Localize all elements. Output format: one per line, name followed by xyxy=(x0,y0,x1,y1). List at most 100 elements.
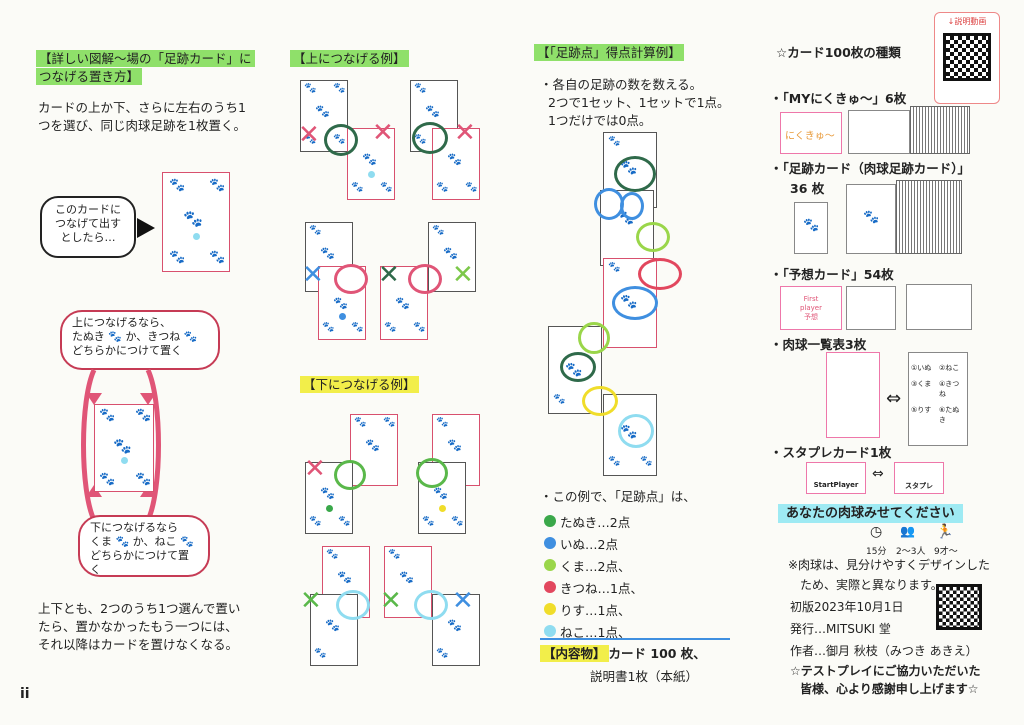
thanks-1: ☆テストプレイにご協力いただいた xyxy=(790,664,981,678)
paw-icon: 🐾 xyxy=(433,486,448,500)
paw-icon: 🐾 xyxy=(314,648,327,659)
paw-icon: 🐾 xyxy=(447,152,462,166)
running-icon: 🏃 xyxy=(936,524,954,540)
highlight-ring xyxy=(324,124,358,156)
staple-card: スタプレ xyxy=(894,462,944,494)
color-dot xyxy=(368,171,375,178)
paw-icon: 🐾 xyxy=(451,516,464,527)
color-dot xyxy=(544,537,556,549)
banner: あなたの肉球みせてください xyxy=(778,502,963,523)
col1-outro-1: 上下とも、2つのうち1つ選んで置い xyxy=(38,601,241,616)
top-bubble-line-3: どちらかにつけて置く xyxy=(72,344,182,357)
start-player-card: StartPlayer xyxy=(806,462,866,494)
qr-code-icon[interactable] xyxy=(943,33,991,81)
highlight-ring xyxy=(336,590,370,620)
example-card: 🐾 🐾 🐾 xyxy=(432,128,480,200)
color-dot xyxy=(439,505,446,512)
predict-card-thumb xyxy=(906,284,972,330)
paw-icon: 🐾 xyxy=(465,182,478,193)
color-dot xyxy=(121,457,128,464)
my-card-thumb: にくきゅ～ xyxy=(780,112,842,154)
score-row-inu: いぬ…2点 xyxy=(544,532,643,554)
predict-card-thumb xyxy=(846,286,896,330)
note-2: ため、実際と異なります。 xyxy=(800,578,943,592)
card-stack xyxy=(910,106,970,154)
highlight-ring xyxy=(334,460,366,490)
card-types-heading: ☆カード100枚の種類 xyxy=(776,45,901,60)
legend-neko: ②ねこ xyxy=(939,364,960,372)
paw-icon: 🐾 xyxy=(333,296,348,310)
paw-icon: 🐾 xyxy=(99,472,116,487)
game-info: ◷ 👥 🏃 15分 2～3人 9才～ xyxy=(864,524,964,557)
legend-kuma: ③くま xyxy=(911,380,932,388)
bubble-line-2: つなげて出す xyxy=(55,217,121,230)
play-time: 15分 xyxy=(866,547,887,557)
down-heading: 【下につなげる例】 xyxy=(300,376,419,394)
paw-icon: 🐾 xyxy=(414,83,427,94)
footprint-thumb: 🐾 xyxy=(794,202,828,254)
swap-arrow-icon: ⇔ xyxy=(872,466,884,482)
paw-icon: 🐾 xyxy=(309,225,322,236)
paw-icon: 🐾 xyxy=(432,225,445,236)
paw-icon: 🐾 xyxy=(326,549,339,560)
paw-icon: 🐾 xyxy=(315,104,330,118)
paw-icon: 🐾 xyxy=(395,296,410,310)
swap-arrow-icon: ⇔ xyxy=(886,388,902,409)
publisher: 発行…MITSUKI 堂 xyxy=(790,622,891,636)
score-list: たぬき…2点 いぬ…2点 くま…2点、 きつね…1点、 りす…1点、 ねこ…1点… xyxy=(544,510,643,642)
up-heading: 【上につなげる例】 xyxy=(290,50,409,68)
clock-icon: ◷ xyxy=(870,524,883,540)
ring-kitsune xyxy=(638,258,682,290)
paw-icon: 🐾 xyxy=(443,246,458,260)
paw-icon: 🐾 xyxy=(351,182,364,193)
ring-inu xyxy=(620,192,644,220)
col1-heading: 【詳しい図解～場の「足跡カード」に xyxy=(36,50,255,68)
qr-code-icon[interactable] xyxy=(936,584,982,630)
paw-icon: 🐾 xyxy=(304,83,317,94)
top-bubble-line-2: たぬき 🐾 か、きつね 🐾 xyxy=(72,330,198,343)
legend-kitsune: ④きつね xyxy=(939,380,960,398)
my-cards-label: ・「MYにくきゅ～」6枚 xyxy=(770,91,907,106)
paw-legend-card: ①いぬ ②ねこ ③くま ④きつね ⑤りす ⑥たぬき xyxy=(908,352,968,446)
legend-tanuki: ⑥たぬき xyxy=(939,406,960,424)
col1-intro-2: つを選び、同じ肉球足跡を1枚置く。 xyxy=(38,118,246,133)
bubble-line-1: このカードに xyxy=(55,203,121,216)
people-icon: 👥 xyxy=(900,524,915,538)
paw-icon: 🐾 xyxy=(169,178,186,193)
paw-list-thumb xyxy=(826,352,880,438)
paw-icon: 🐾 xyxy=(320,246,335,260)
cross-icon: ✕ xyxy=(378,260,400,290)
footprint-cards-label: ・「足跡カード（肉球足跡カード）」 xyxy=(770,161,971,176)
paw-icon: 🐾 xyxy=(309,516,322,527)
highlight-ring xyxy=(412,122,448,154)
ring-inu xyxy=(612,286,658,320)
paw-icon: 🐾 xyxy=(388,549,401,560)
footprint-count: 36 枚 xyxy=(790,181,825,196)
paw-icon: 🐾 xyxy=(304,134,317,145)
example-card-2: 🐾 🐾 🐾 🐾 🐾 xyxy=(94,404,154,492)
example-heading: ・この例で、「足跡点」は、 xyxy=(540,489,696,504)
paw-icon: 🐾 xyxy=(365,438,380,452)
paw-icon: 🐾 xyxy=(113,437,132,455)
ring-neko xyxy=(618,414,654,448)
bottom-connect-bubble: 下につなげるなら くま 🐾 か、ねこ 🐾 どちらかにつけて置く xyxy=(78,515,210,577)
paw-icon: 🐾 xyxy=(553,394,566,405)
cross-icon: ✕ xyxy=(452,586,474,616)
score-line-3: 1つだけでは0点。 xyxy=(548,113,652,128)
score-row-kuma: くま…2点、 xyxy=(544,554,643,576)
contents-line-1: 【内容物】カード 100 枚、 xyxy=(540,645,706,663)
qr-frame: ↓説明動画 xyxy=(934,12,1000,104)
color-dot xyxy=(544,515,556,527)
cross-icon: ✕ xyxy=(298,120,320,150)
paw-icon: 🐾 xyxy=(183,209,203,228)
paw-icon: 🐾 xyxy=(608,136,621,147)
footprint-thumb: 🐾 xyxy=(846,184,896,254)
age-range: 9才～ xyxy=(934,547,958,557)
score-heading: 【「足跡点」得点計算例】 xyxy=(534,44,684,62)
col1-heading-2: つなげる置き方】 xyxy=(36,68,143,86)
score-line-1: ・各自の足跡の数を数える。 xyxy=(540,77,703,92)
paw-icon: 🐾 xyxy=(413,322,426,333)
contents-line-2: 説明書1枚（本紙） xyxy=(590,669,698,684)
ring-tanuki xyxy=(614,156,656,192)
